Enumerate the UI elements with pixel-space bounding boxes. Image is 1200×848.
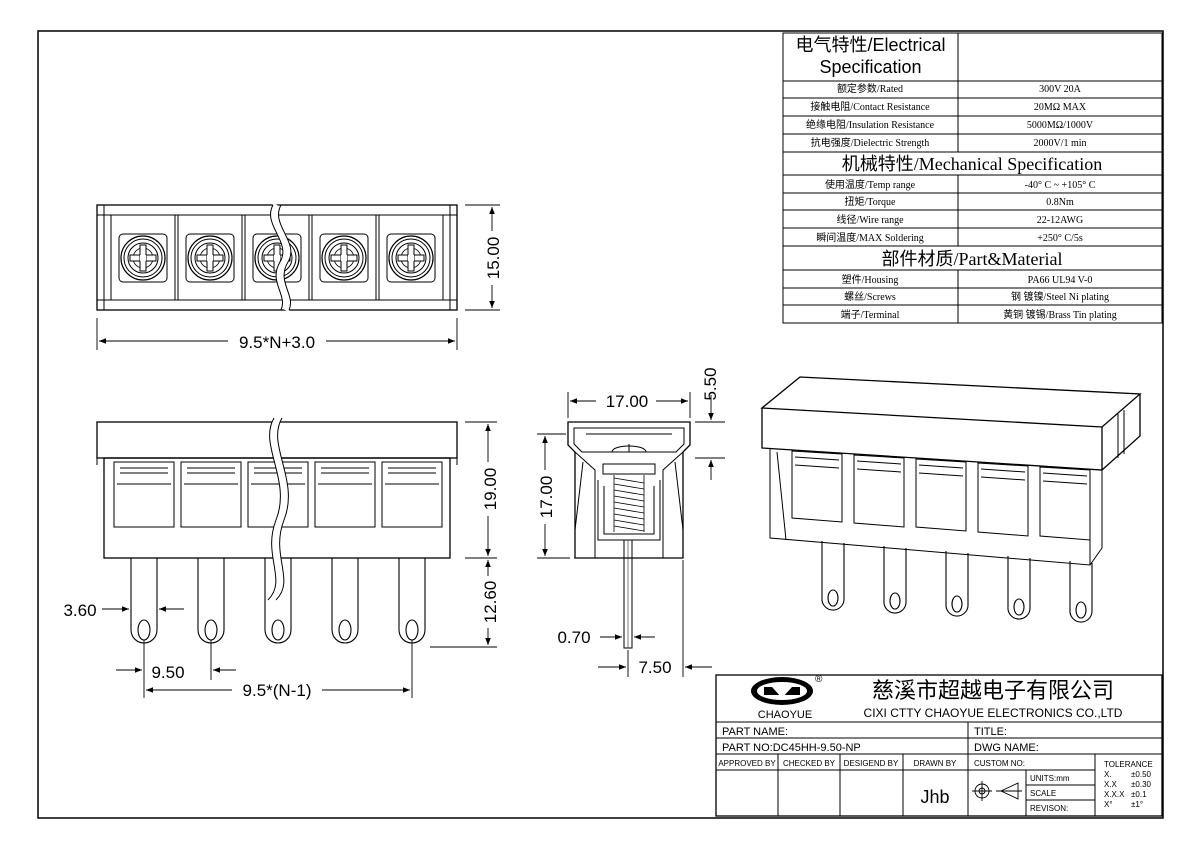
drawing-frame <box>37 30 1164 819</box>
title-label: TITLE: <box>974 726 1007 738</box>
projection-symbol-icon <box>972 781 1022 801</box>
drawn-by-value: Jhb <box>920 787 949 807</box>
spec-label: 线径/Wire range <box>836 213 904 226</box>
part-name-label: PART NAME: <box>722 726 788 738</box>
units-label: UNITS:mm <box>1030 774 1070 783</box>
dim-front-height: 19.00 <box>481 468 500 511</box>
spec-value: 钢 镀镍/Steel Ni plating <box>1011 290 1109 303</box>
spec-label: 抗电强度/Dielectric Strength <box>811 136 930 149</box>
dim-pitch: 9.50 <box>151 663 184 682</box>
spec-value: PA66 UL94 V-0 <box>1028 275 1093 286</box>
dim-side-width: 17.00 <box>606 392 649 411</box>
dim-pin-length: 12.60 <box>481 581 500 624</box>
scale-label: SCALE <box>1030 789 1056 798</box>
spec-value: -40° C ~ +105° C <box>1025 180 1096 191</box>
electrical-heading: 电气特性/Electrical Specification <box>795 35 946 77</box>
tolerance-value: ±0.50 <box>1131 770 1152 779</box>
logo-text: CHAOYUE <box>758 709 812 721</box>
spec-label: 绝缘电阻/Insulation Resistance <box>806 118 935 131</box>
designed-by-label: DESIGEND BY <box>844 759 899 768</box>
spec-value: +250° C/5s <box>1037 233 1083 244</box>
custom-no-label: CUSTOM NO: <box>974 759 1025 768</box>
spec-table-text: 电气特性/Electrical Specification 额定参数/Rated… <box>795 35 1117 321</box>
part-no-label: PART NO:DC45HH-9.50-NP <box>722 742 861 754</box>
top-view-dims <box>96 204 500 350</box>
chaoyue-logo: ® <box>751 674 823 705</box>
tolerance-heading: TOLERANCE <box>1104 760 1153 769</box>
mechanical-heading: 机械特性/Mechanical Specification <box>842 154 1102 174</box>
company-name-cn: 慈溪市超越电子有限公司 <box>872 678 1114 703</box>
dwg-name-label: DWG NAME: <box>974 742 1039 754</box>
front-view <box>96 415 458 644</box>
revision-label: REVISON: <box>1030 804 1068 813</box>
spec-label: 接触电阻/Contact Resistance <box>810 100 930 113</box>
dim-pin-thickness: 0.70 <box>557 628 590 647</box>
spec-value: 0.8Nm <box>1046 197 1074 208</box>
spec-label: 瞬间温度/MAX Soldering <box>816 231 924 244</box>
spec-table <box>782 32 1163 324</box>
drawn-by-label: DRAWN BY <box>914 759 957 768</box>
approved-by-label: APPROVED BY <box>718 759 776 768</box>
tolerance-value: ±0.30 <box>1131 780 1152 789</box>
front-view-dims <box>102 421 497 698</box>
material-heading: 部件材质/Part&Material <box>882 249 1063 269</box>
registered-mark: ® <box>815 674 823 685</box>
company-name-en: CIXI CTTY CHAOYUE ELECTRONICS CO.,LTD <box>864 706 1123 720</box>
tolerance-label: X.X.X <box>1104 790 1125 799</box>
dim-pin-offset: 7.50 <box>638 658 671 677</box>
top-view <box>96 203 458 312</box>
isometric-view <box>760 376 1142 623</box>
dim-side-height: 17.00 <box>537 476 556 519</box>
tolerance-label: X. <box>1104 770 1112 779</box>
tolerance-label: X° <box>1104 800 1113 809</box>
spec-value: 20MΩ MAX <box>1034 102 1087 113</box>
spec-label: 扭矩/Torque <box>845 195 897 208</box>
dim-side-top: 5.50 <box>701 367 720 400</box>
spec-label: 使用温度/Temp range <box>825 178 916 191</box>
tolerance-label: X.X <box>1104 780 1118 789</box>
side-view <box>567 421 691 649</box>
spec-label: 塑件/Housing <box>842 274 899 286</box>
dim-pitch-total: 9.5*(N-1) <box>243 681 312 700</box>
checked-by-label: CHECKED BY <box>783 759 836 768</box>
tolerance-value: ±0.1 <box>1131 790 1147 799</box>
spec-value: 2000V/1 min <box>1033 138 1086 149</box>
dim-top-height: 15.00 <box>484 237 503 280</box>
title-block <box>715 674 1163 817</box>
dim-top-width: 9.5*N+3.0 <box>239 333 315 352</box>
spec-value: 黄铜 镀锡/Brass Tin plating <box>1003 308 1117 321</box>
spec-value: 22-12AWG <box>1037 215 1083 226</box>
spec-label: 额定参数/Rated <box>837 82 903 95</box>
spec-label: 螺丝/Screws <box>844 291 896 303</box>
tolerance-value: ±1° <box>1131 800 1143 809</box>
spec-value: 5000MΩ/1000V <box>1027 120 1094 131</box>
spec-label: 端子/Terminal <box>841 308 900 321</box>
dim-pin-width: 3.60 <box>63 601 96 620</box>
spec-value: 300V 20A <box>1039 84 1082 95</box>
